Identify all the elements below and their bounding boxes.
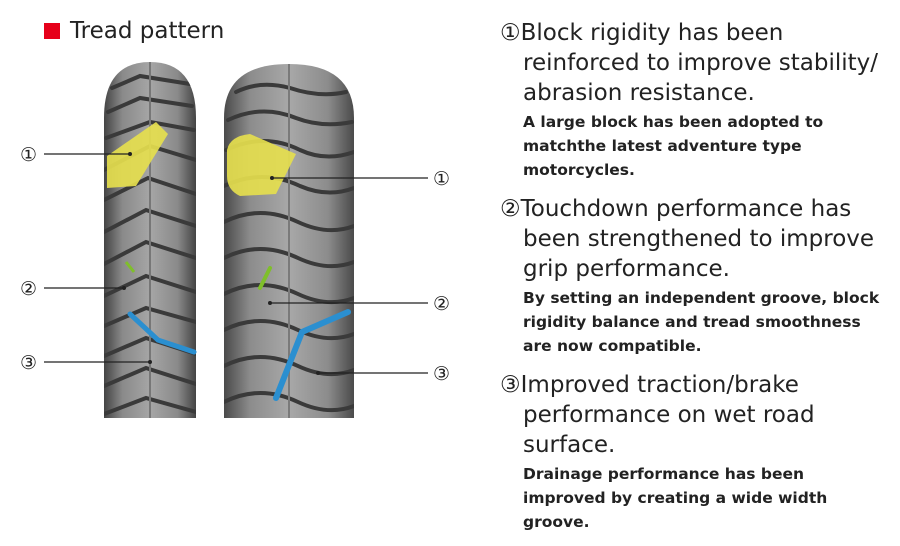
point-3-detail: Drainage performance has been improved b… xyxy=(523,465,828,531)
feature-point-1: ①Block rigidity has been reinforced to i… xyxy=(500,18,892,182)
point-2-heading-text: Touchdown performance has been strengthe… xyxy=(520,196,875,282)
front-tire xyxy=(104,62,197,418)
point-2-number: ② xyxy=(500,196,521,222)
rear-wide-groove xyxy=(273,309,351,401)
rear-touchdown-groove xyxy=(258,266,272,290)
callout-2-right: ② xyxy=(433,293,450,315)
feature-points: ①Block rigidity has been reinforced to i… xyxy=(500,18,892,546)
rear-rigidity-block xyxy=(227,134,296,196)
callout-lines xyxy=(44,153,428,374)
point-2-heading: ②Touchdown performance has been strength… xyxy=(500,194,892,284)
point-1-number: ① xyxy=(500,20,521,46)
callout-3-right: ③ xyxy=(433,363,450,385)
callout-dots xyxy=(122,152,320,375)
tread-pattern-header: Tread pattern xyxy=(44,16,224,46)
rear-tire xyxy=(224,64,354,418)
callout-3-left: ③ xyxy=(20,352,37,374)
point-3-heading-text: Improved traction/brake performance on w… xyxy=(520,372,815,458)
callout-1-left: ① xyxy=(20,144,37,166)
point-3-number: ③ xyxy=(500,372,521,398)
point-2-detail: By setting an independent groove, block … xyxy=(523,289,880,355)
feature-point-2: ②Touchdown performance has been strength… xyxy=(500,194,892,358)
feature-point-3: ③Improved traction/brake performance on … xyxy=(500,370,892,534)
red-square-icon xyxy=(44,23,60,39)
front-wide-groove xyxy=(127,311,197,355)
point-1-heading-text: Block rigidity has been reinforced to im… xyxy=(520,20,879,106)
callout-1-right: ① xyxy=(433,168,450,190)
front-tread-grooves xyxy=(104,62,196,418)
callout-2-left: ② xyxy=(20,278,37,300)
point-3-heading: ③Improved traction/brake performance on … xyxy=(500,370,892,460)
point-1-detail: A large block has been adopted to matcht… xyxy=(523,113,824,179)
point-1-heading: ①Block rigidity has been reinforced to i… xyxy=(500,18,892,108)
section-title: Tread pattern xyxy=(70,18,225,44)
front-rigidity-block xyxy=(107,122,168,188)
front-touchdown-groove xyxy=(124,261,136,273)
